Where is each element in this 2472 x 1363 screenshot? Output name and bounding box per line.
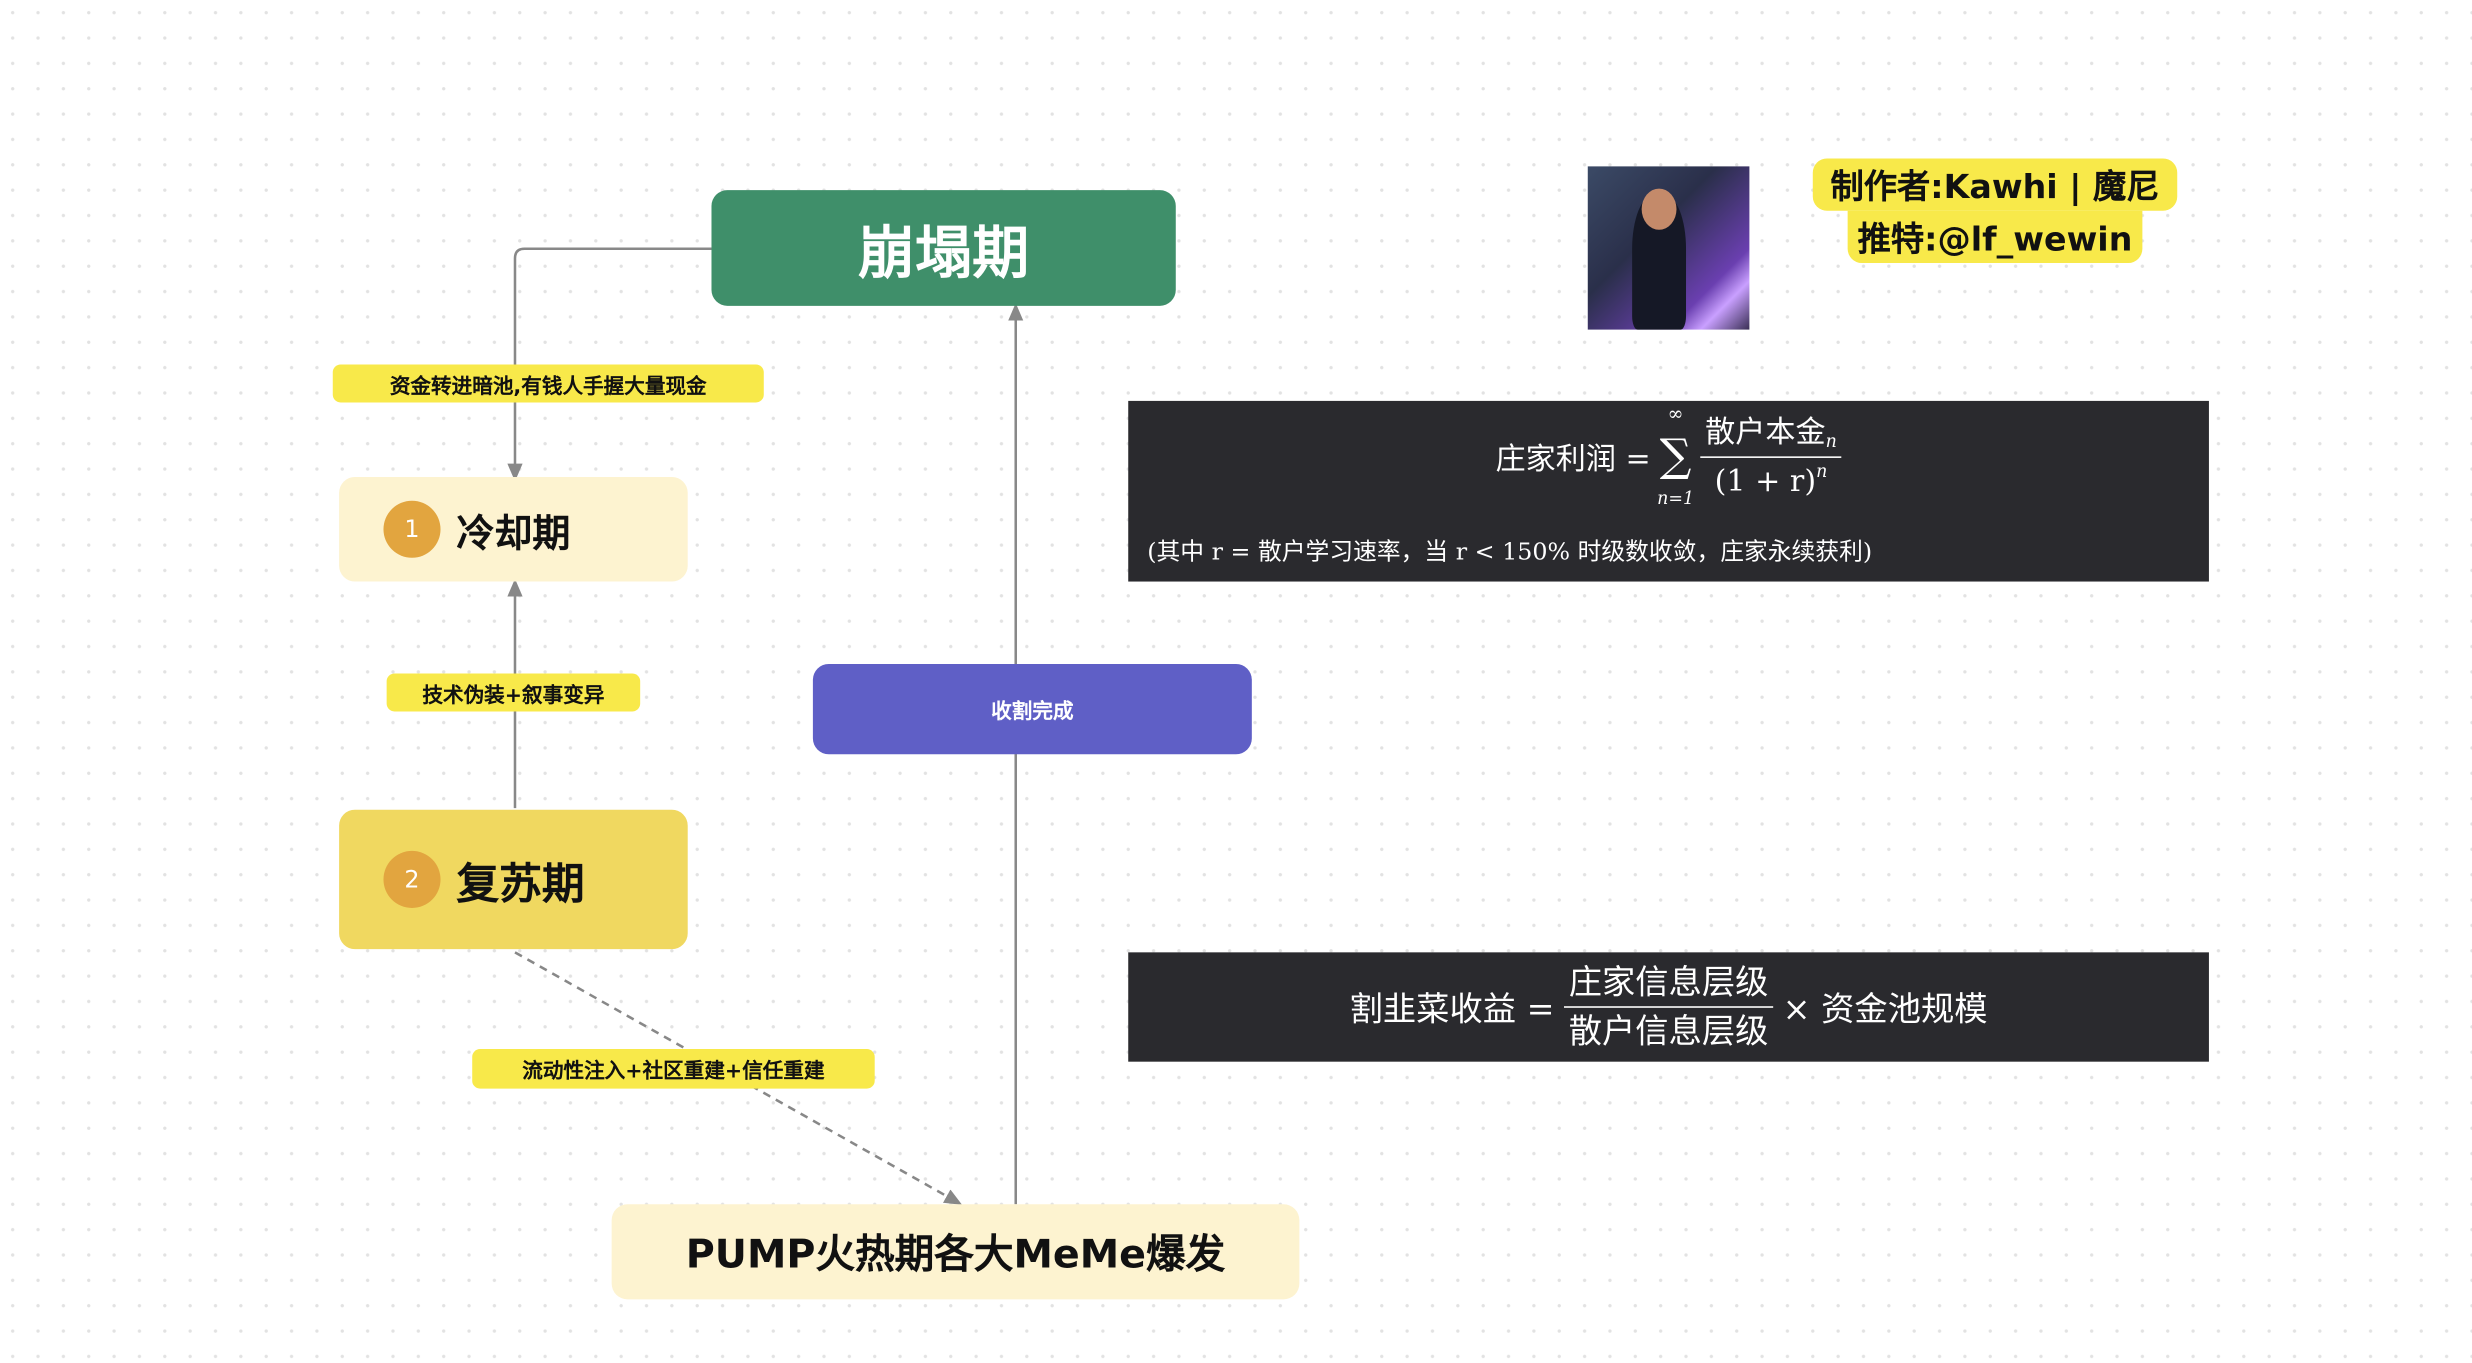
formula-rhs: × 资金池规模 [1782, 989, 1988, 1028]
denominator: (1 + r) [1714, 463, 1817, 499]
edge-label-recovery-cooldown: 技术伪装+叙事变异 [386, 673, 641, 712]
numerator: 庄家信息层级 [1564, 963, 1774, 1008]
author-credit: 制作者:Kawhi | 魔尼 [1812, 158, 2178, 211]
node-collapse[interactable]: 崩塌期 [711, 190, 1176, 306]
numerator: 散户本金 [1705, 414, 1826, 450]
node-cooldown[interactable]: 1 冷却期 [339, 476, 688, 582]
node-pump[interactable]: PUMP火热期各大MeMe爆发 [611, 1204, 1300, 1300]
node-recovery[interactable]: 2 复苏期 [339, 809, 688, 950]
node-pump-label: PUMP火热期各大MeMe爆发 [685, 1231, 1226, 1278]
formula-lhs: 庄家利润 = [1495, 441, 1651, 477]
fraction: 散户本金n (1 + r)n [1700, 413, 1842, 500]
sum-sign: ∑ [1659, 429, 1692, 482]
avatar-face [1641, 188, 1677, 230]
node-recovery-label: 复苏期 [456, 859, 585, 909]
step-number-badge: 2 [383, 850, 441, 908]
node-harvest-label: 收割完成 [991, 700, 1074, 725]
formula-profit: 庄家利润 = ∞ ∑ n=1 散户本金n (1 + r)n (其中 r = 散户… [1128, 400, 2209, 582]
sum-upper-limit: ∞ [1667, 402, 1684, 425]
node-harvest[interactable]: 收割完成 [812, 663, 1252, 755]
node-cooldown-label: 冷却期 [456, 511, 571, 556]
denominator-superscript: n [1816, 460, 1828, 481]
sum-lower-limit: n=1 [1657, 488, 1695, 509]
formula-note: (其中 r = 散户学习速率，当 r < 150% 时级数收敛，庄家永续获利) [1147, 537, 1873, 566]
numerator-subscript: n [1825, 430, 1837, 451]
step-number-badge: 1 [383, 500, 441, 558]
edge-collapse-cooldown [507, 247, 712, 482]
fraction: 庄家信息层级 散户信息层级 [1564, 963, 1774, 1051]
twitter-credit: 推特:@lf_wewin [1847, 210, 2143, 264]
formula-lhs: 割韭菜收益 = [1349, 989, 1555, 1028]
edge-label-collapse-cooldown: 资金转进暗池,有钱人手握大量现金 [332, 364, 764, 403]
edge-label-recovery-pump: 流动性注入+社区重建+信任重建 [472, 1049, 875, 1089]
node-collapse-label: 崩塌期 [858, 221, 1030, 287]
avatar-image [1587, 166, 1750, 330]
summation: ∞ ∑ n=1 [1657, 402, 1695, 509]
formula-harvest-yield: 割韭菜收益 = 庄家信息层级 散户信息层级 × 资金池规模 [1128, 952, 2209, 1062]
denominator: 散户信息层级 [1568, 1012, 1769, 1051]
